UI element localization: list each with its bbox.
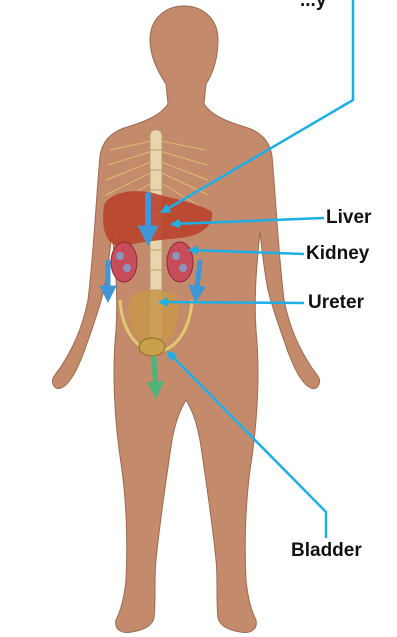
label-kidney: Kidney bbox=[306, 244, 369, 263]
label-bladder: Bladder bbox=[291, 541, 362, 560]
kidney-left bbox=[111, 242, 137, 282]
head bbox=[52, 6, 319, 633]
label-ureter: Ureter bbox=[308, 293, 364, 312]
leader-line-ureter bbox=[160, 302, 304, 303]
label-top-cutoff: ...y bbox=[300, 0, 326, 10]
label-liver: Liver bbox=[326, 208, 371, 227]
down-arrow-icon bbox=[154, 358, 156, 392]
kidney-right bbox=[167, 242, 193, 282]
bladder bbox=[139, 338, 165, 356]
body-silhouette bbox=[52, 6, 319, 633]
